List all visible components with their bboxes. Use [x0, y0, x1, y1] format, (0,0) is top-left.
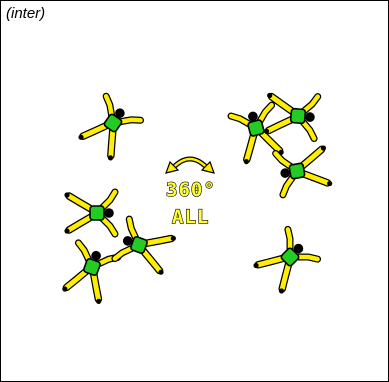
rotation-all-text: ALL	[172, 206, 209, 228]
skydiver-formation-right-2	[264, 92, 318, 138]
skydiver-formation-right-3	[276, 145, 333, 195]
rotate-arrows-icon	[166, 159, 214, 173]
rotation-degrees-text: 360°	[166, 179, 216, 201]
skydiver-formation-left-2	[61, 243, 118, 305]
skydiver-formation-left-3	[115, 219, 177, 276]
skydiver-top-left	[77, 96, 140, 162]
skydiver-bottom-right	[252, 229, 317, 294]
skydiver-formation-left-1	[64, 192, 115, 234]
